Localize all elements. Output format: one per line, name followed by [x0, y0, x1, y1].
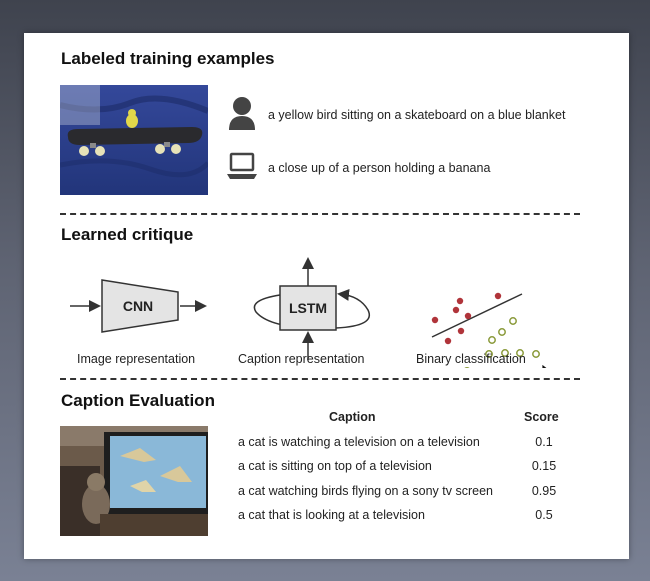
caption-column-header: Caption — [329, 410, 376, 424]
eval-score-2: 0.15 — [531, 459, 557, 473]
eval-caption-2: a cat is sitting on top of a television — [238, 459, 432, 473]
eval-caption-1: a cat is watching a television on a tele… — [238, 435, 480, 449]
red-class-points — [431, 292, 502, 345]
binary-classification-label: Binary classification — [416, 352, 526, 366]
score-column-header: Score — [524, 410, 559, 424]
person-icon — [228, 96, 256, 135]
evaluation-title: Caption Evaluation — [61, 391, 215, 410]
eval-caption-3: a cat watching birds flying on a sony tv… — [238, 484, 493, 498]
lstm-block — [279, 285, 337, 331]
divider-1 — [60, 213, 580, 215]
critique-title: Learned critique — [61, 225, 194, 244]
decision-boundary — [431, 293, 523, 338]
lstm-loop-right — [335, 288, 370, 329]
cat-tv-photo — [60, 426, 208, 536]
mouse-cursor-icon — [541, 363, 548, 368]
eval-score-3: 0.95 — [531, 484, 557, 498]
training-caption-1: a yellow bird sitting on a skateboard on… — [268, 108, 566, 122]
training-caption-2: a close up of a person holding a banana — [268, 161, 491, 175]
skateboard-photo — [60, 85, 208, 195]
critique-diagram: CNN LSTM — [70, 257, 548, 368]
laptop-icon — [227, 151, 257, 186]
training-title: Labeled training examples — [61, 49, 275, 68]
lstm-label: LSTM — [289, 300, 327, 316]
eval-score-4: 0.5 — [535, 508, 553, 522]
green-class-points — [464, 317, 540, 368]
slide: Labeled training examples a ye — [24, 33, 629, 559]
caption-representation-label: Caption representation — [238, 352, 365, 366]
image-representation-label: Image representation — [77, 352, 196, 366]
divider-2 — [60, 378, 580, 380]
eval-caption-4: a cat that is looking at a television — [238, 508, 425, 522]
cnn-label: CNN — [123, 298, 153, 314]
eval-score-1: 0.1 — [535, 435, 553, 449]
cnn-block — [101, 279, 179, 333]
